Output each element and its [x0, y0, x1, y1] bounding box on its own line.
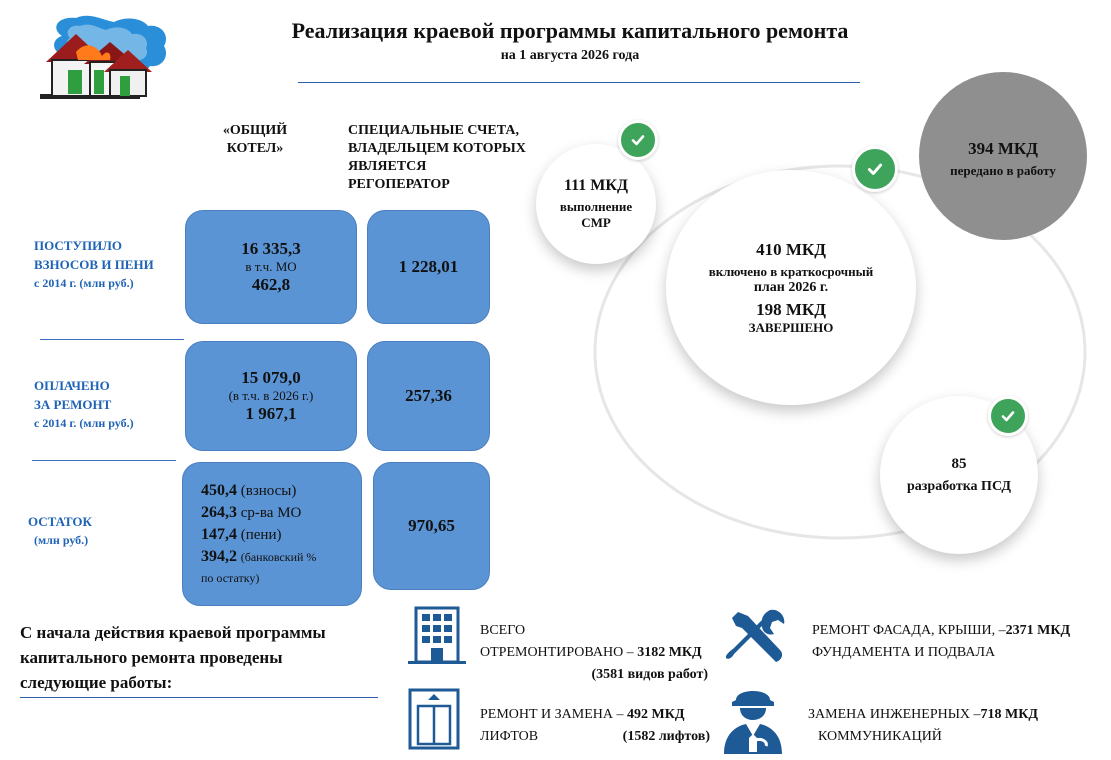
title-divider [298, 82, 860, 83]
received-special-box: 1 228,01 [367, 210, 490, 324]
works-facade: РЕМОНТ ФАСАДА, КРЫШИ, –2371 МКД ФУНДАМЕН… [812, 623, 1071, 660]
intro-divider [20, 697, 378, 698]
paid-special-box: 257,36 [367, 341, 490, 451]
plan-circle: 410 МКД включено в краткосрочный план 20… [666, 170, 916, 405]
transferred-circle: 394 МКД передано в работу [919, 72, 1087, 240]
row-label-received: ПОСТУПИЛО ВЗНОСОВ И ПЕНИ с 2014 г. (млн … [34, 238, 154, 290]
row-label-paid: ОПЛАЧЕНО ЗА РЕМОНТ с 2014 г. (млн руб.) [34, 378, 134, 430]
check-icon [852, 146, 898, 192]
elevator-icon [406, 686, 462, 752]
page-subtitle: на 1 августа 2026 года [500, 48, 640, 63]
check-icon [618, 120, 658, 160]
column-heading-special-accounts: СПЕЦИАЛЬНЫЕ СЧЕТА, ВЛАДЕЛЬЦЕМ КОТОРЫХ ЯВ… [348, 123, 526, 192]
paid-common-pot-box: 15 079,0 (в т.ч. в 2026 г.) 1 967,1 [185, 341, 357, 451]
worker-icon [716, 680, 790, 754]
remainder-common-pot-box: 450,4 (взносы) 264,3 ср-ва МО 147,4 (пен… [182, 462, 362, 606]
page-title: Реализация краевой программы капитальног… [291, 18, 849, 43]
row-label-remainder: ОСТАТОК (млн руб.) [28, 514, 92, 547]
smr-circle: 111 МКД выполнение СМР [536, 144, 656, 264]
works-engineering: ЗАМЕНА ИНЖЕНЕРНЫХ –718 МКД КОММУНИКАЦИЙ [808, 707, 1039, 744]
row-divider [32, 460, 176, 461]
column-heading-common-pot: «ОБЩИЙ КОТЕЛ» [222, 123, 288, 156]
received-common-pot-box: 16 335,3 в т.ч. МО 462,8 [185, 210, 357, 324]
tools-icon [724, 604, 790, 670]
check-icon [988, 396, 1028, 436]
works-intro: С начала действия краевой программы капи… [20, 623, 326, 692]
houses-logo-icon [40, 14, 175, 100]
works-lifts: РЕМОНТ И ЗАМЕНА – 492 МКД ЛИФТОВ(1582 ли… [480, 707, 710, 744]
remainder-special-box: 970,65 [373, 462, 490, 590]
row-divider [40, 339, 184, 340]
progress-outline-ellipse [593, 164, 1087, 540]
building-icon [406, 604, 468, 666]
works-total: ВСЕГО ОТРЕМОНТИРОВАНО – 3182 МКД (3581 в… [480, 623, 708, 682]
